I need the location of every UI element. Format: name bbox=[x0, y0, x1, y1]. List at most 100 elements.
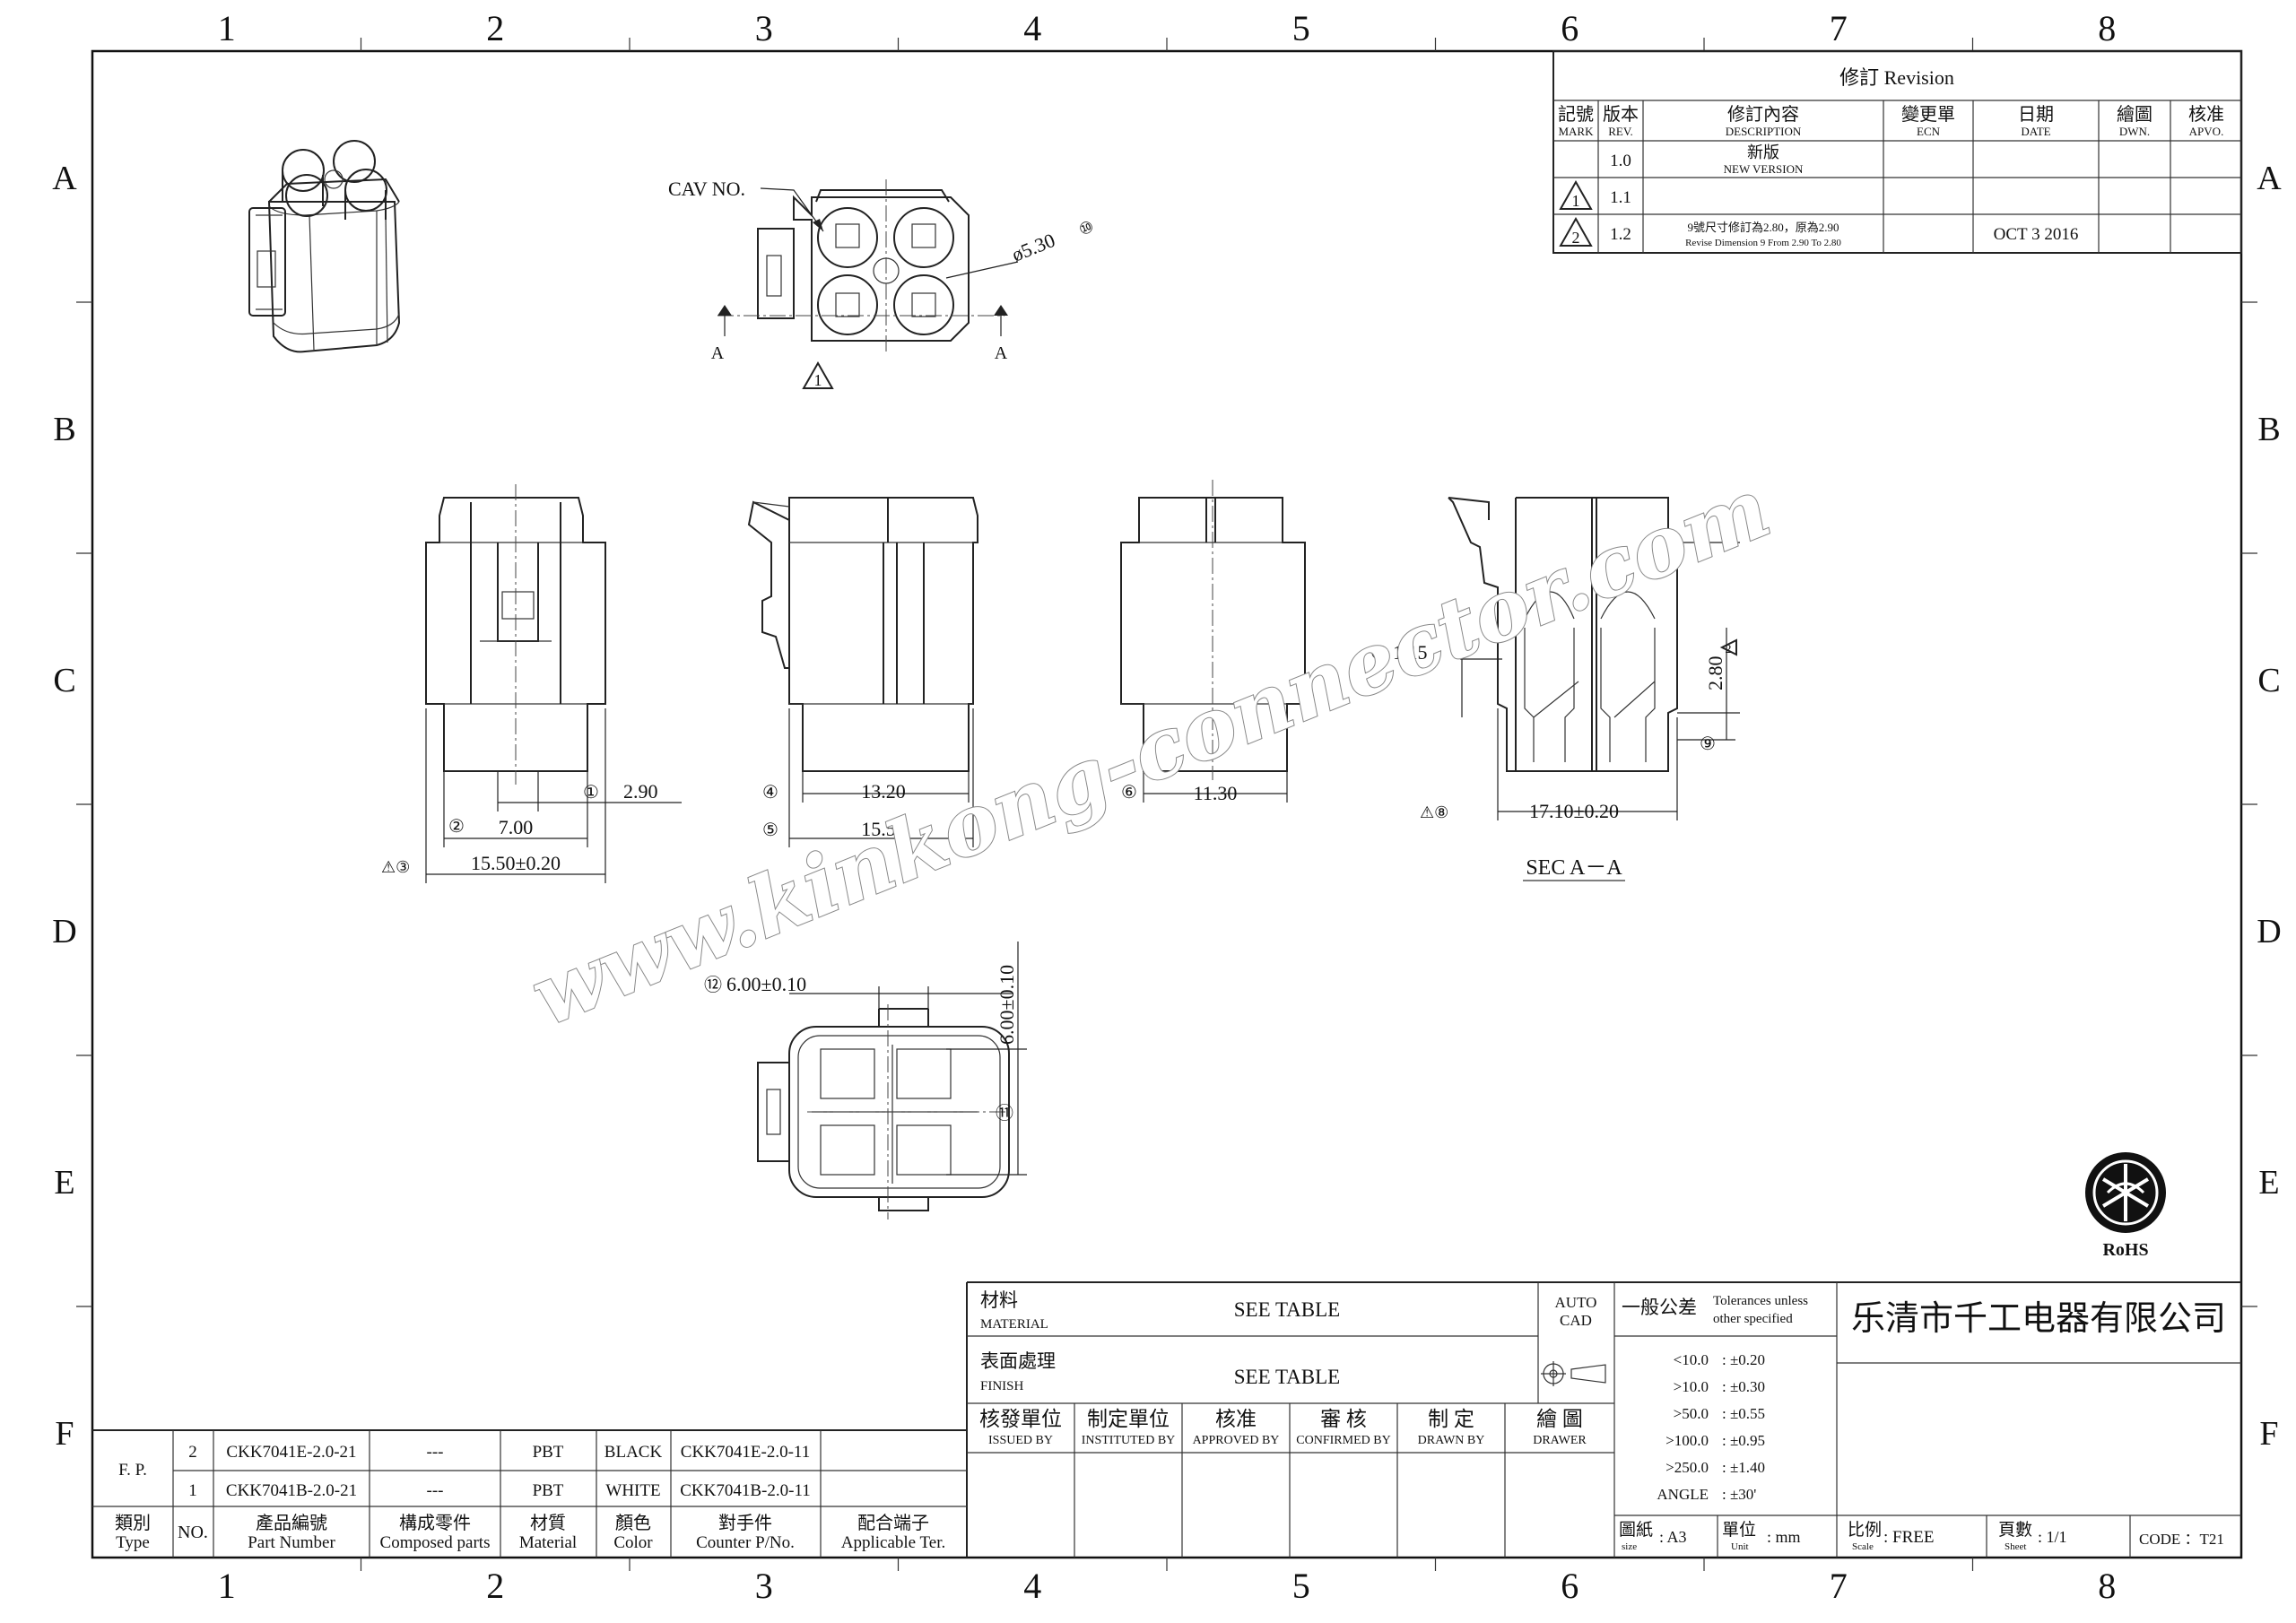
column-label-bottom: 7 bbox=[1830, 1566, 1848, 1606]
parts-header-cn: 產品編號 bbox=[256, 1513, 327, 1533]
page-value: : 1/1 bbox=[2038, 1528, 2067, 1546]
part-number: CKK7041E-2.0-21 bbox=[226, 1443, 356, 1462]
tolerance-en-1: Tolerances unless bbox=[1713, 1294, 1808, 1308]
column-label-bottom: 1 bbox=[218, 1566, 236, 1606]
parts-header-en: Part Number bbox=[248, 1533, 335, 1552]
rear-terminal-view: ⑫ 6.00±0.10 6.00±0.10 ⑪ bbox=[704, 942, 1027, 1219]
parts-header-en: Composed parts bbox=[380, 1533, 491, 1552]
scale-en: Scale bbox=[1852, 1541, 1874, 1552]
parts-header-cn: 類別 bbox=[115, 1513, 151, 1533]
part-color: BLACK bbox=[604, 1443, 663, 1462]
rev-head-ecn-en: ECN bbox=[1917, 125, 1941, 138]
dim-5-num: ⑤ bbox=[762, 820, 778, 840]
rev-head-dwn: 繪圖 bbox=[2117, 104, 2152, 125]
rohs-label: RoHS bbox=[2102, 1240, 2148, 1260]
row-label-right: D bbox=[2257, 913, 2281, 950]
rev-row3-desc-en: Revise Dimension 9 From 2.90 To 2.80 bbox=[1685, 238, 1841, 248]
dim-1-num: ① bbox=[583, 783, 599, 803]
dim-1-value: 2.90 bbox=[623, 780, 658, 803]
signoff-en: CONFIRMED BY bbox=[1296, 1434, 1390, 1447]
dim-12-num: ⑫ bbox=[704, 975, 722, 995]
row-label-left: C bbox=[53, 662, 75, 699]
warning-triangle-icon: 2 bbox=[1559, 216, 1593, 247]
parts-header-cn: 構成零件 bbox=[399, 1513, 471, 1533]
signoff-cn: 制 定 bbox=[1428, 1408, 1474, 1430]
column-label-top: 8 bbox=[2098, 8, 2116, 48]
signoff-en: INSTITUTED BY bbox=[1082, 1434, 1176, 1447]
rev-head-mark-en: MARK bbox=[1558, 125, 1594, 138]
parts-header-en: Counter P/No. bbox=[696, 1533, 795, 1552]
projection-symbol-icon bbox=[1541, 1361, 1606, 1386]
dim-3-value: 15.50±0.20 bbox=[471, 852, 561, 874]
parts-header-cn: 顏色 bbox=[615, 1513, 651, 1533]
column-label-bottom: 5 bbox=[1292, 1566, 1310, 1606]
signoff-en: DRAWER bbox=[1533, 1434, 1587, 1447]
part-composed: --- bbox=[427, 1443, 444, 1462]
watermark: www.kinkong-connector.com bbox=[518, 459, 1783, 1045]
section-a-a-view: ⑦ 1.15 ⚠⑧ 17.10±0.20 ⑨ 2.80 2 SEC A－A bbox=[1370, 497, 1740, 881]
signoff-cn: 核准 bbox=[1215, 1408, 1257, 1430]
tolerance-range: >10.0 bbox=[1674, 1378, 1709, 1395]
auto-label: AUTO bbox=[1555, 1294, 1597, 1311]
rev-head-apvo: 核准 bbox=[2188, 104, 2224, 125]
diameter-number: ⑩ bbox=[1076, 217, 1096, 239]
svg-text:2: 2 bbox=[1572, 229, 1580, 247]
rev-head-rev-en: REV. bbox=[1608, 125, 1633, 138]
tolerance-range: ANGLE bbox=[1657, 1486, 1709, 1503]
tolerance-value: : ±0.30 bbox=[1722, 1378, 1765, 1395]
row-label-right: E bbox=[2258, 1164, 2279, 1202]
tolerance-range: >250.0 bbox=[1665, 1459, 1709, 1476]
dim-2-value: 7.00 bbox=[499, 816, 534, 838]
column-label-top: 7 bbox=[1830, 8, 1848, 48]
signoff-cn: 核發單位 bbox=[979, 1408, 1062, 1430]
dim-9-num: ⑨ bbox=[1700, 734, 1716, 754]
section-label: SEC A－A bbox=[1526, 856, 1622, 880]
fp-label: F. P. bbox=[118, 1461, 147, 1480]
rev-row3-desc-cn: 9號尺寸修訂為2.80，原為2.90 bbox=[1687, 221, 1839, 234]
rev-head-date: 日期 bbox=[2018, 105, 2054, 125]
column-label-bottom: 6 bbox=[1561, 1566, 1578, 1606]
tolerance-list: <10.0: ±0.20>10.0: ±0.30>50.0: ±0.55>100… bbox=[1657, 1351, 1765, 1503]
rev-head-mark: 記號 bbox=[1558, 104, 1594, 125]
dim-8-value: 17.10±0.20 bbox=[1529, 800, 1619, 822]
tolerance-cn: 一般公差 bbox=[1622, 1297, 1697, 1318]
cav-no-label: CAV NO. bbox=[668, 178, 745, 200]
row-label-left: D bbox=[52, 913, 76, 950]
rev-head-desc-en: DESCRIPTION bbox=[1726, 125, 1802, 138]
section-a-right: A bbox=[995, 343, 1008, 363]
tolerance-value: : ±0.20 bbox=[1722, 1351, 1765, 1368]
section-a-left: A bbox=[711, 343, 725, 363]
row-label-right: A bbox=[2257, 160, 2282, 197]
signoff-cn: 制定單位 bbox=[1087, 1408, 1170, 1430]
rev-row2-rev: 1.1 bbox=[1610, 188, 1631, 207]
row-label-left: E bbox=[54, 1164, 74, 1202]
bottom-view: ⑥ 11.30 bbox=[1120, 480, 1306, 804]
paper-value: : A3 bbox=[1659, 1528, 1687, 1546]
column-label-bottom: 3 bbox=[755, 1566, 773, 1606]
cad-label: CAD bbox=[1560, 1312, 1592, 1329]
tolerance-range: >100.0 bbox=[1665, 1432, 1709, 1449]
page-en: Sheet bbox=[2005, 1541, 2026, 1552]
column-label-bottom: 8 bbox=[2098, 1566, 2116, 1606]
material-cn: 材料 bbox=[980, 1289, 1018, 1311]
paper-cn: 圖紙 bbox=[1619, 1520, 1653, 1540]
part-counter: CKK7041B-2.0-11 bbox=[680, 1481, 811, 1500]
parts-header-cn: 材質 bbox=[530, 1513, 566, 1533]
rev-row1-desc-en: NEW VERSION bbox=[1724, 162, 1804, 176]
part-no: 2 bbox=[188, 1443, 197, 1462]
rev-head-dwn-en: DWN. bbox=[2119, 125, 2150, 138]
dim-4-value: 13.20 bbox=[861, 780, 906, 803]
row-label-left: F bbox=[55, 1415, 74, 1453]
dim-4-num: ④ bbox=[762, 783, 778, 803]
rev-head-apvo-en: APVO. bbox=[2189, 125, 2224, 138]
finish-cn: 表面處理 bbox=[980, 1350, 1056, 1372]
row-label-left: B bbox=[53, 411, 75, 448]
dim-2-num: ② bbox=[448, 817, 465, 837]
rev-row1-desc-cn: 新版 bbox=[1747, 143, 1779, 161]
